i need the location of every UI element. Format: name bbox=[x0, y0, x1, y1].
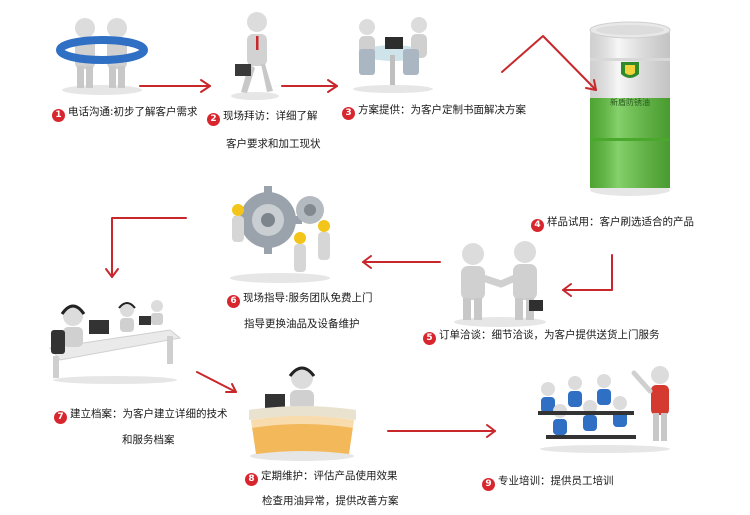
training-class-icon bbox=[538, 366, 670, 453]
team-hug-icon bbox=[56, 18, 148, 95]
step-5-badge: 5 bbox=[423, 332, 436, 345]
meeting-table-icon bbox=[353, 17, 433, 93]
arrow-7-8 bbox=[196, 371, 237, 393]
step-6-badge: 6 bbox=[227, 295, 240, 308]
step-7-badge: 7 bbox=[54, 411, 67, 424]
arrow-3-4 bbox=[501, 35, 597, 91]
gears-team-icon bbox=[230, 186, 330, 283]
businessman-walking-icon bbox=[231, 12, 279, 100]
step-3-badge: 3 bbox=[342, 107, 355, 120]
step-7-detail: 和服务档案 bbox=[122, 434, 175, 446]
reception-desk-icon bbox=[249, 366, 356, 461]
step-2-detail: 客户要求和加工现状 bbox=[226, 138, 321, 150]
step-2-badge: 2 bbox=[207, 113, 220, 126]
oil-barrel-icon bbox=[589, 21, 671, 196]
step-8-badge: 8 bbox=[245, 473, 258, 486]
barrel-label: 新盾防锈油 bbox=[610, 98, 650, 107]
step-4-badge: 4 bbox=[531, 219, 544, 232]
step-6-detail: 指导更换油品及设备维护 bbox=[244, 318, 360, 330]
handshake-icon bbox=[454, 241, 546, 327]
arrow-4-5 bbox=[562, 254, 613, 291]
step-9-badge: 9 bbox=[482, 478, 495, 491]
step-8-detail: 检查用油异常，提供改善方案 bbox=[262, 495, 399, 507]
step-1-badge: 1 bbox=[52, 109, 65, 122]
arrow-6-7 bbox=[111, 217, 187, 278]
call-center-icon bbox=[49, 300, 182, 384]
